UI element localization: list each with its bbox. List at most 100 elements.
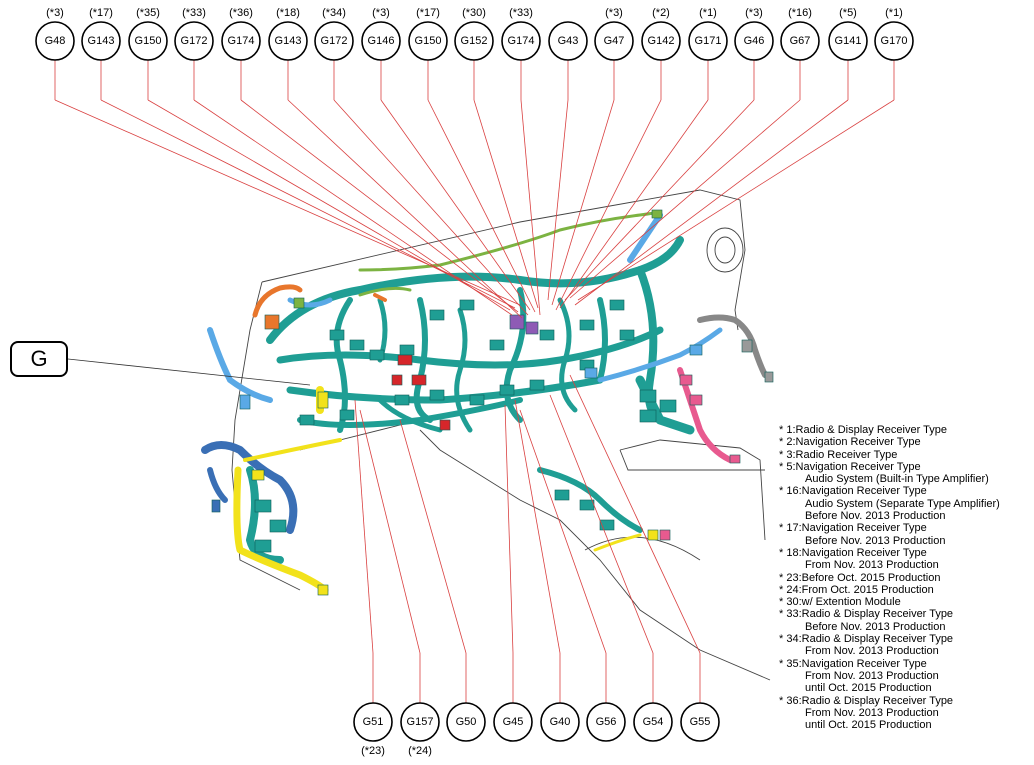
connector-id: G50 (456, 716, 477, 728)
legend-entry: * 18:Navigation Receiver Type (779, 546, 927, 559)
legend-entry: * 17:Navigation Receiver Type (779, 522, 927, 535)
connector-note: (*33) (509, 7, 533, 19)
connector-id: G141 (835, 35, 862, 47)
bottom-leader-line (504, 404, 514, 654)
top-leader-line (551, 99, 615, 306)
connector-note: (*30) (462, 7, 486, 19)
top-leader-line (287, 99, 523, 319)
connector-note: (*17) (89, 7, 113, 19)
connector-circle (353, 702, 393, 742)
connector-g48: (*3)G48 (35, 7, 75, 61)
connector-id: G172 (181, 35, 208, 47)
legend-entry: * 35:Navigation Receiver Type (779, 657, 927, 670)
connector-blocks (211, 209, 774, 596)
connector-id: G47 (604, 35, 625, 47)
connector-note: (*5) (839, 7, 857, 19)
top-leader-line (427, 99, 536, 313)
bottom-leader-line (549, 394, 654, 654)
connector-note: (*36) (229, 7, 253, 19)
top-leader-line (380, 99, 531, 311)
legend-entry: * 36:Radio & Display Receiver Type (779, 694, 954, 707)
connector-g54: G54 (633, 702, 673, 742)
connector-id: G146 (368, 35, 395, 47)
connector-circle (314, 21, 354, 61)
bottom-leader-line (359, 409, 421, 654)
connector-circle (408, 21, 448, 61)
connector-g67: (*16) G67 (780, 7, 820, 61)
legend-entry-detail: From Nov. 2013 Production (805, 706, 939, 719)
bottom-leader-line (569, 374, 701, 654)
bottom-leader-line (519, 409, 607, 654)
connector-g146: (*3) G146 (361, 7, 401, 61)
legend-entry-detail: From Nov. 2013 Production (805, 645, 939, 658)
connector-g171: (*1)G171 (688, 7, 728, 61)
connector-id: G67 (790, 35, 811, 47)
connector-g143: (*17) G143 (81, 7, 121, 61)
legend-entry-detail: From Nov. 2013 Production (805, 559, 939, 572)
connector-circle (446, 702, 486, 742)
legend-entry-detail: until Oct. 2015 Production (805, 719, 932, 732)
connector-circle (680, 702, 720, 742)
connector-leader-lines (54, 60, 895, 703)
top-connector-row: (*3)G48(*17)G143(*35)G150(*33)G172(*36)G… (35, 7, 914, 61)
connector-circle (780, 21, 820, 61)
connector-id: G150 (415, 35, 442, 47)
connector-id: G143 (275, 35, 302, 47)
connector-circle (454, 21, 494, 61)
top-leader-line (577, 99, 895, 301)
top-leader-line (193, 99, 513, 316)
top-leader-line (520, 99, 541, 316)
connector-note: (*35) (136, 7, 160, 19)
top-leader-line (240, 99, 519, 313)
connector-id: G43 (558, 35, 579, 47)
connector-g50: G50 (446, 702, 486, 742)
connector-circle (548, 21, 588, 61)
connector-circle (268, 21, 308, 61)
legend-entry-detail: Audio System (Built-in Type Amplifier) (805, 473, 989, 486)
top-leader-line (574, 99, 849, 306)
connector-id: G170 (881, 35, 908, 47)
legend-entry-detail: From Nov. 2013 Production (805, 669, 939, 682)
connector-id: G51 (363, 716, 384, 728)
zone-label: G (10, 341, 68, 377)
legend-entry: * 30:w/ Extention Module (779, 596, 901, 609)
legend-entry: * 24:From Oct. 2015 Production (779, 583, 934, 596)
connector-note: (*1) (885, 7, 903, 19)
connector-id: G174 (508, 35, 535, 47)
connector-circle (35, 21, 75, 61)
connector-g51: G51(*23) (353, 702, 393, 757)
legend-entry: * 2:Navigation Receiver Type (779, 436, 921, 449)
connector-note: (*24) (408, 745, 432, 757)
connector-circle (221, 21, 261, 61)
top-leader-line (473, 99, 539, 309)
connector-id: G150 (135, 35, 162, 47)
connector-g45: G45 (493, 702, 533, 742)
connector-id: G152 (461, 35, 488, 47)
legend-entry-detail: Audio System (Separate Type Amplifier) (805, 497, 1000, 510)
connector-g46: (*3)G46 (734, 7, 774, 61)
legend-entry: * 16:Navigation Receiver Type (779, 485, 927, 498)
connector-id: G143 (88, 35, 115, 47)
connector-circle (493, 702, 533, 742)
connector-note: (*16) (788, 7, 812, 19)
connector-circle (501, 21, 541, 61)
connector-note: (*3) (372, 7, 390, 19)
connector-g150: (*17)G150 (408, 7, 448, 61)
connector-circle (828, 21, 868, 61)
bottom-leader-line (354, 399, 374, 654)
connector-id: G55 (690, 716, 711, 728)
connector-note: (*34) (322, 7, 346, 19)
connector-g56: G56 (586, 702, 626, 742)
connector-g142: (*2)G142 (641, 7, 681, 61)
connector-g143: (*18)G143 (268, 7, 308, 61)
connector-g157: G157(*24) (400, 702, 440, 757)
legend-entry: * 23:Before Oct. 2015 Production (779, 571, 941, 584)
harness-bundles (201, 210, 768, 594)
legend-entry: * 33:Radio & Display Receiver Type (779, 608, 954, 621)
top-leader-line (54, 99, 521, 306)
connector-circle (586, 702, 626, 742)
connector-circle (400, 702, 440, 742)
connector-circle (688, 21, 728, 61)
connector-g174: (*36)G174 (221, 7, 261, 61)
